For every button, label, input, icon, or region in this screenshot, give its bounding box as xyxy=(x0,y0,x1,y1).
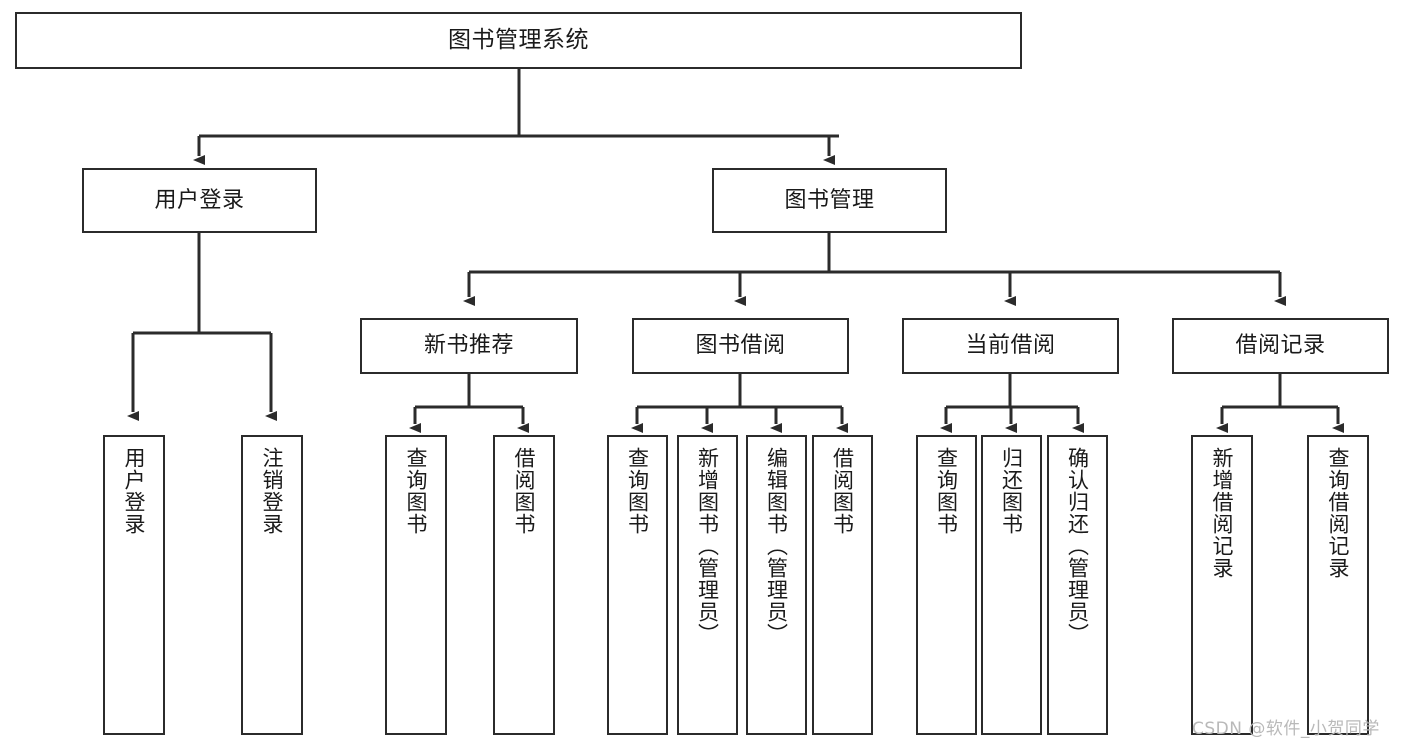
node-label: 查询图书 xyxy=(404,447,429,535)
node-leaf-query-record[interactable]: 查询借阅记录 xyxy=(1307,435,1369,735)
node-label: 借阅图书 xyxy=(830,447,855,535)
node-root-system[interactable]: 图书管理系统 xyxy=(15,12,1022,69)
node-label: 图书管理 xyxy=(784,187,875,213)
node-leaf-add-book[interactable]: 新增图书（管理员） xyxy=(677,435,738,735)
node-label: 用户登录 xyxy=(154,187,245,213)
node-label: 查询借阅记录 xyxy=(1326,447,1351,579)
node-leaf-borrow-book-2[interactable]: 借阅图书 xyxy=(812,435,873,735)
node-leaf-confirm-return[interactable]: 确认归还（管理员） xyxy=(1047,435,1108,735)
node-current-borrow[interactable]: 当前借阅 xyxy=(902,318,1119,374)
node-label: 编辑图书（管理员） xyxy=(764,447,789,645)
node-label: 新书推荐 xyxy=(423,333,514,359)
node-leaf-query-book-3[interactable]: 查询图书 xyxy=(916,435,977,735)
node-leaf-query-book-1[interactable]: 查询图书 xyxy=(385,435,447,735)
node-leaf-return-book[interactable]: 归还图书 xyxy=(981,435,1042,735)
node-leaf-query-book-2[interactable]: 查询图书 xyxy=(607,435,668,735)
node-book-borrow[interactable]: 图书借阅 xyxy=(632,318,849,374)
node-borrow-record[interactable]: 借阅记录 xyxy=(1172,318,1389,374)
node-leaf-user-login[interactable]: 用户登录 xyxy=(103,435,165,735)
node-leaf-borrow-book-1[interactable]: 借阅图书 xyxy=(493,435,555,735)
node-label: 新增借阅记录 xyxy=(1210,447,1235,579)
node-label: 确认归还（管理员） xyxy=(1065,447,1090,645)
node-label: 用户登录 xyxy=(122,447,147,535)
node-label: 借阅记录 xyxy=(1235,333,1326,359)
node-leaf-edit-book[interactable]: 编辑图书（管理员） xyxy=(746,435,807,735)
watermark-text: CSDN @软件_小贺同学 xyxy=(1192,719,1380,739)
node-label: 查询图书 xyxy=(934,447,959,535)
node-new-book-recommend[interactable]: 新书推荐 xyxy=(360,318,578,374)
node-label: 图书借阅 xyxy=(695,333,786,359)
node-leaf-add-record[interactable]: 新增借阅记录 xyxy=(1191,435,1253,735)
node-label: 查询图书 xyxy=(625,447,650,535)
node-label: 当前借阅 xyxy=(965,333,1056,359)
node-label: 图书管理系统 xyxy=(448,26,589,53)
node-leaf-logout[interactable]: 注销登录 xyxy=(241,435,303,735)
node-label: 新增图书（管理员） xyxy=(695,447,720,645)
node-label: 注销登录 xyxy=(260,447,285,535)
node-label: 归还图书 xyxy=(999,447,1024,535)
node-book-manage[interactable]: 图书管理 xyxy=(712,168,947,233)
node-user-login[interactable]: 用户登录 xyxy=(82,168,317,233)
node-label: 借阅图书 xyxy=(512,447,537,535)
